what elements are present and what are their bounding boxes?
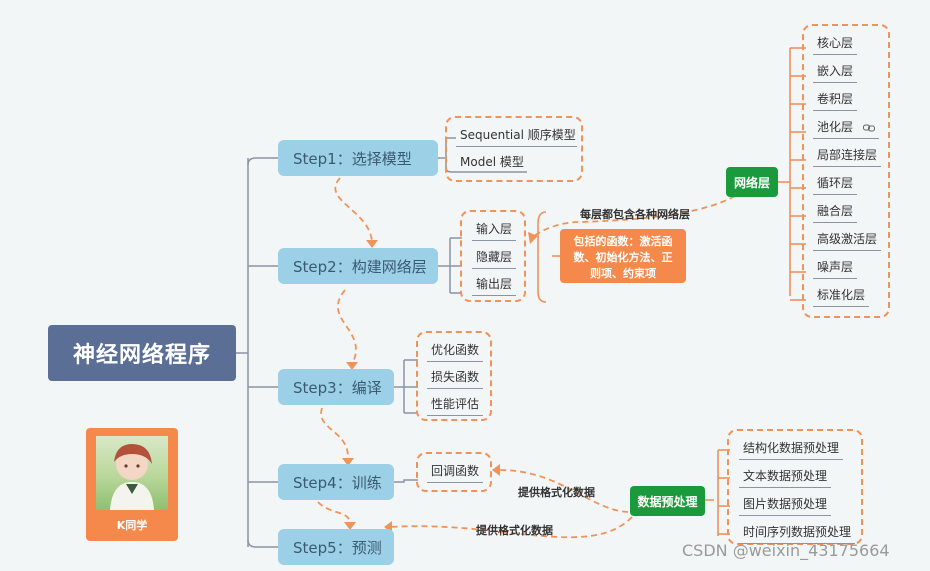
flow-arrows xyxy=(317,177,736,539)
layer-item-core[interactable]: 核心层 xyxy=(813,34,858,55)
step3-node[interactable]: Step3：编译 xyxy=(278,369,394,405)
step5-node[interactable]: Step5：预测 xyxy=(278,529,394,565)
data-note-predict: 提供格式化数据 xyxy=(476,524,553,537)
network-layer-node[interactable]: 网络层 xyxy=(726,167,778,197)
avatar-name: K同学 xyxy=(116,519,148,532)
functions-box[interactable]: 包括的函数：激活函 数、初始化方法、正 则项、约束项 xyxy=(560,229,686,283)
optimizer-item[interactable]: 优化函数 xyxy=(427,341,484,362)
output-layer-item[interactable]: 输出层 xyxy=(472,275,517,296)
functions-line1: 包括的函数：激活函 xyxy=(573,235,673,248)
layer-item-normalization[interactable]: 标准化层 xyxy=(813,286,870,307)
sequential-model-item[interactable]: Sequential 顺序模型 xyxy=(456,126,577,147)
hidden-layer-item[interactable]: 隐藏层 xyxy=(472,248,517,269)
input-layer-item[interactable]: 输入层 xyxy=(472,220,517,241)
layer-item-pooling[interactable]: 池化层 xyxy=(813,118,879,139)
step2-children-box xyxy=(460,210,526,302)
model-item[interactable]: Model 模型 xyxy=(460,155,524,169)
layer-item-conv[interactable]: 卷积层 xyxy=(813,90,858,111)
layer-item-embedding[interactable]: 嵌入层 xyxy=(813,62,858,83)
avatar-illustration xyxy=(110,444,154,510)
loss-item[interactable]: 损失函数 xyxy=(427,368,484,389)
timeseries-data-item[interactable]: 时间序列数据预处理 xyxy=(739,523,856,544)
network-layer-note: 每层都包含各种网络层 xyxy=(580,208,690,221)
step1-node[interactable]: Step1：选择模型 xyxy=(278,140,438,176)
layer-item-pooling-label: 池化层 xyxy=(817,120,854,134)
data-preprocessing-list-box xyxy=(727,429,863,545)
structured-data-item[interactable]: 结构化数据预处理 xyxy=(739,439,844,460)
step2-node[interactable]: Step2：构建网络层 xyxy=(278,248,438,284)
layer-item-noise[interactable]: 噪声层 xyxy=(813,258,858,279)
avatar-image xyxy=(96,436,168,510)
functions-line2: 数、初始化方法、正 xyxy=(573,251,673,264)
layer-item-local[interactable]: 局部连接层 xyxy=(813,146,882,167)
functions-line3: 则项、约束项 xyxy=(590,267,656,280)
avatar-card[interactable]: K同学 xyxy=(86,428,178,541)
data-preprocessing-node[interactable]: 数据预处理 xyxy=(630,486,705,516)
step4-children-box xyxy=(416,452,492,492)
metrics-item[interactable]: 性能评估 xyxy=(427,395,484,416)
step3-children-box xyxy=(416,331,492,421)
layer-item-merge[interactable]: 融合层 xyxy=(813,202,858,223)
layer-item-advanced-activation[interactable]: 高级激活层 xyxy=(813,230,882,251)
watermark: CSDN @weixin_43175664 xyxy=(682,541,890,560)
step1-children-box xyxy=(445,116,583,182)
root-node[interactable]: 神经网络程序 xyxy=(48,325,236,381)
step4-node[interactable]: Step4：训练 xyxy=(278,464,394,500)
link-icon[interactable] xyxy=(862,123,875,133)
callback-item[interactable]: 回调函数 xyxy=(427,462,484,483)
image-data-item[interactable]: 图片数据预处理 xyxy=(739,495,832,516)
layer-item-recurrent[interactable]: 循环层 xyxy=(813,174,858,195)
network-layer-list-box xyxy=(802,24,890,318)
text-data-item[interactable]: 文本数据预处理 xyxy=(739,467,832,488)
data-note-train: 提供格式化数据 xyxy=(518,486,595,499)
